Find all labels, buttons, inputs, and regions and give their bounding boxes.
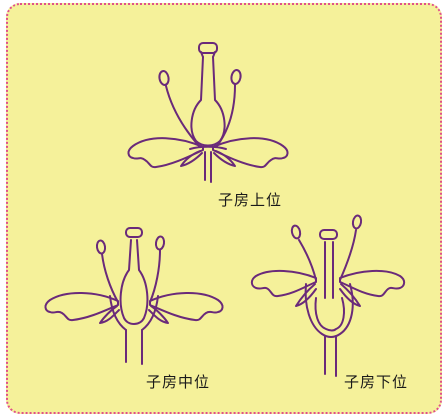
stamen	[96, 240, 118, 302]
pedicel	[325, 336, 336, 376]
pedicel	[205, 152, 211, 182]
stamen	[340, 215, 362, 280]
flower-half-inferior-ovary	[45, 228, 222, 364]
ovary	[315, 298, 344, 331]
flower-inferior-ovary	[252, 215, 404, 376]
label-half-inferior-ovary: 子房中位	[146, 371, 210, 392]
style	[325, 242, 333, 298]
petal	[45, 293, 222, 323]
petal	[128, 138, 287, 167]
flower-superior-ovary	[128, 43, 287, 182]
petal	[252, 271, 404, 306]
label-inferior-ovary: 子房下位	[344, 371, 408, 392]
pistil	[191, 57, 224, 146]
stamen	[150, 236, 165, 302]
receptacle	[190, 147, 226, 149]
label-superior-ovary: 子房上位	[218, 189, 282, 210]
pedicel	[126, 330, 142, 364]
stigma	[320, 230, 337, 239]
stigma	[126, 228, 142, 237]
pistil	[121, 240, 148, 324]
